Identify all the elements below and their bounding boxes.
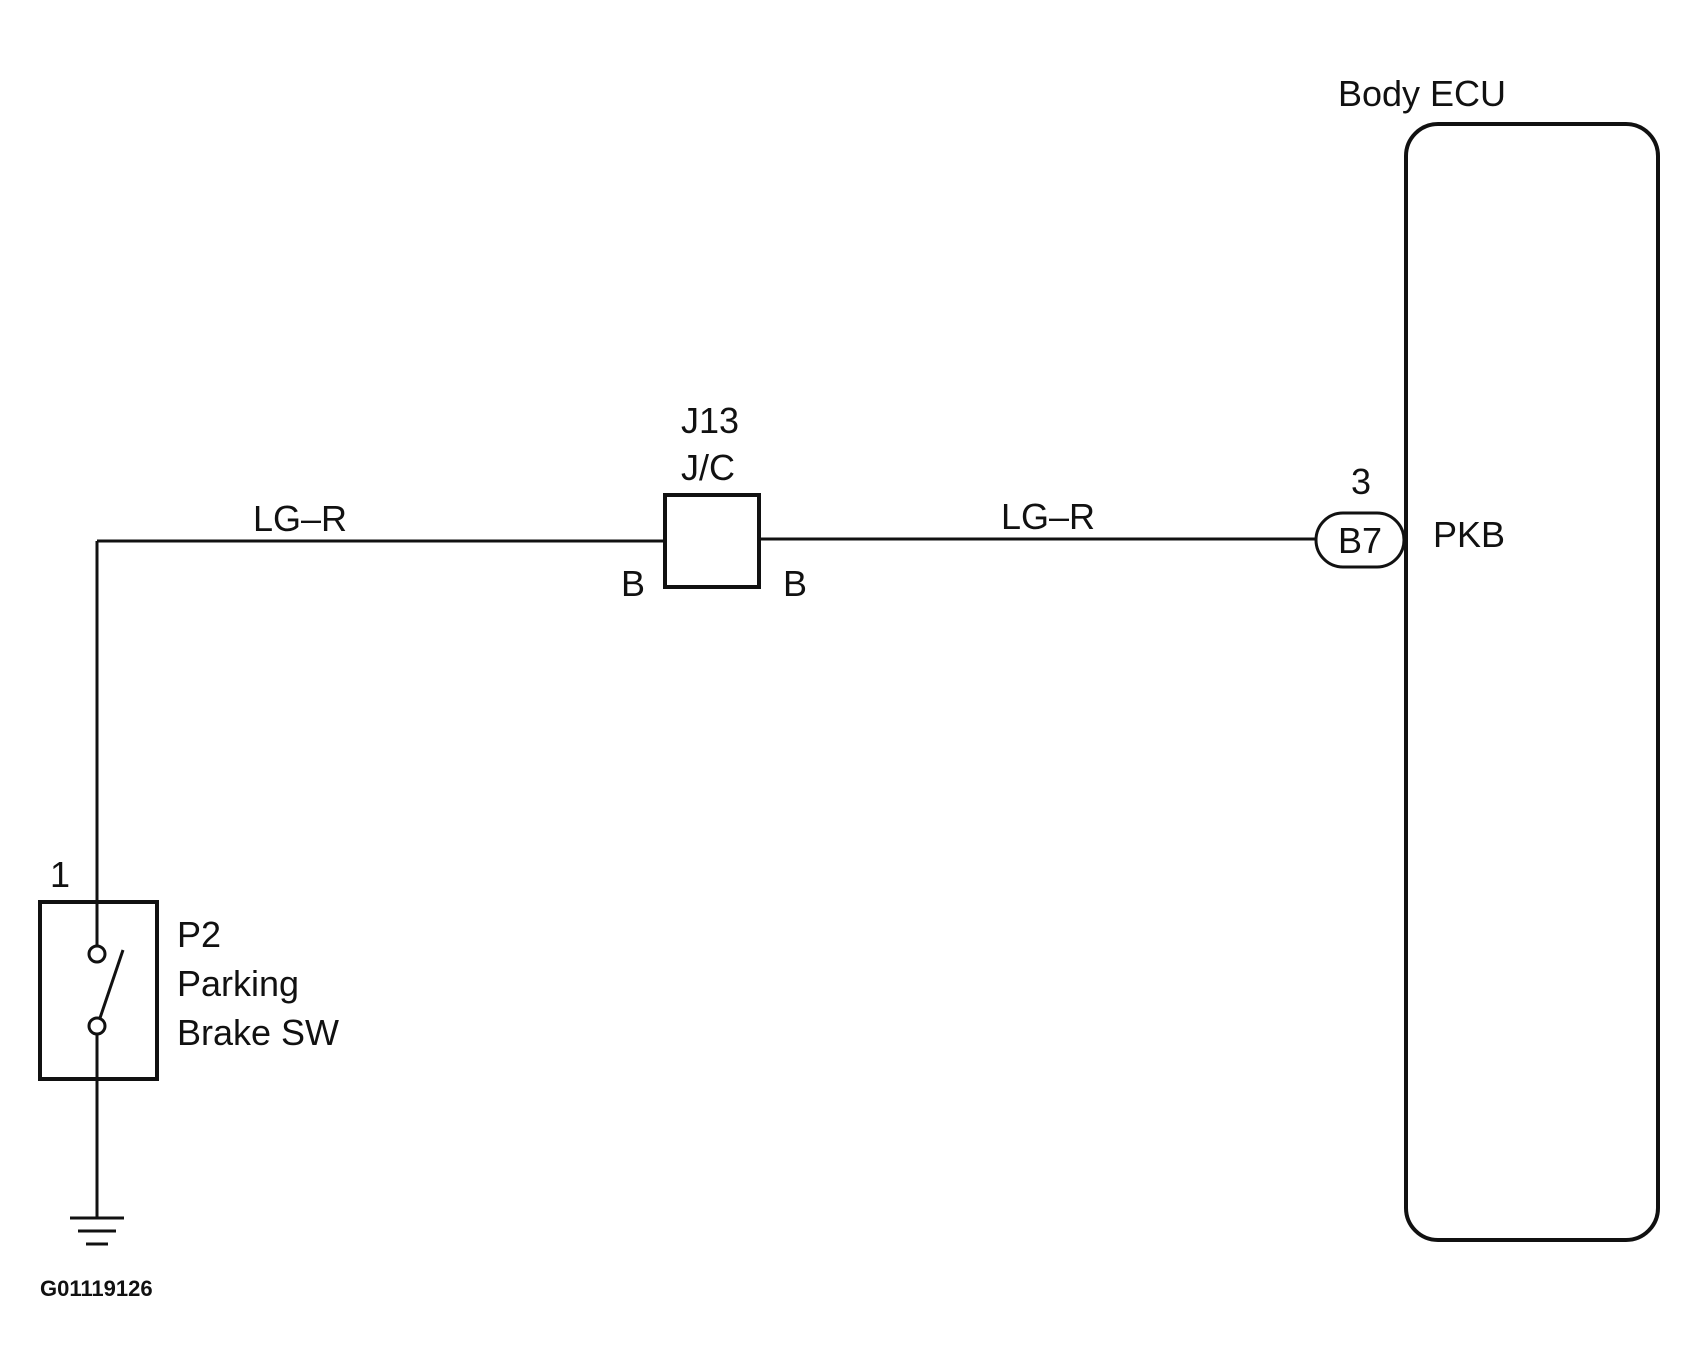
switch-id: P2 <box>177 914 221 955</box>
junction-id: J13 <box>681 400 739 441</box>
junction-box <box>663 493 761 589</box>
switch-pin-number: 1 <box>50 854 70 895</box>
switch-contact-arm <box>98 949 125 1019</box>
wire-left-color: LG–R <box>253 498 347 539</box>
connector-id: B7 <box>1338 520 1382 561</box>
wire-right-color: LG–R <box>1001 496 1095 537</box>
junction-type: J/C <box>681 447 735 488</box>
body-ecu-title: Body ECU <box>1338 73 1506 114</box>
switch-terminal-lower <box>87 1016 107 1036</box>
parking-brake-switch: 1 P2 Parking Brake SW <box>38 854 339 1081</box>
switch-name-line1: Parking <box>177 963 299 1004</box>
junction-right-terminal: B <box>783 563 807 604</box>
ecu-terminal-pkb: PKB <box>1433 514 1505 555</box>
ground-symbol <box>70 1079 124 1246</box>
connector-pin-number: 3 <box>1351 461 1371 502</box>
figure-id: G01119126 <box>40 1276 153 1301</box>
connector-b7: 3 B7 <box>1314 461 1406 569</box>
switch-name-line2: Brake SW <box>177 1012 339 1053</box>
body-ecu-box <box>1404 122 1660 1242</box>
switch-terminal-upper <box>87 944 107 964</box>
junction-j13: J13 J/C B B <box>621 400 807 604</box>
junction-left-terminal: B <box>621 563 645 604</box>
body-ecu: Body ECU PKB <box>1338 73 1660 1242</box>
